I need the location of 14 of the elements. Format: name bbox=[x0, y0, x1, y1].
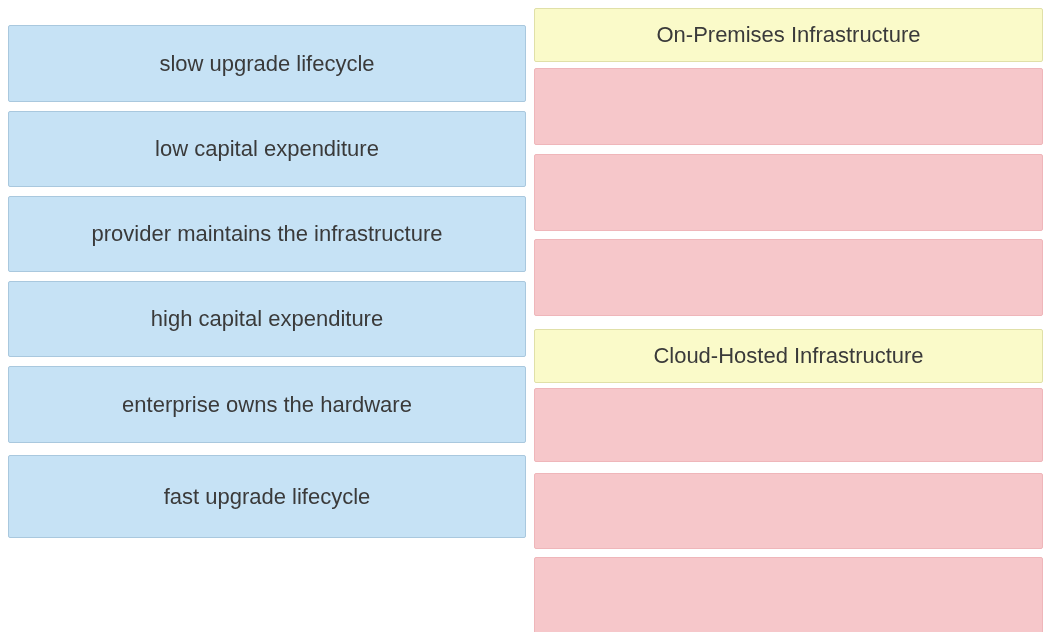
answer-card: low capital expenditure bbox=[8, 111, 526, 187]
answer-card: high capital expenditure bbox=[8, 281, 526, 357]
empty-drop-box bbox=[534, 68, 1043, 145]
answer-card: provider maintains the infrastructure bbox=[8, 196, 526, 272]
answer-card: fast upgrade lifecycle bbox=[8, 455, 526, 538]
category-header: Cloud-Hosted Infrastructure bbox=[534, 329, 1043, 383]
empty-drop-box bbox=[534, 388, 1043, 462]
empty-drop-box bbox=[534, 557, 1043, 632]
answer-card: enterprise owns the hardware bbox=[8, 366, 526, 443]
category-header: On-Premises Infrastructure bbox=[534, 8, 1043, 62]
empty-drop-box bbox=[534, 154, 1043, 231]
answer-card: slow upgrade lifecycle bbox=[8, 25, 526, 102]
empty-drop-box bbox=[534, 239, 1043, 316]
empty-drop-box bbox=[534, 473, 1043, 549]
